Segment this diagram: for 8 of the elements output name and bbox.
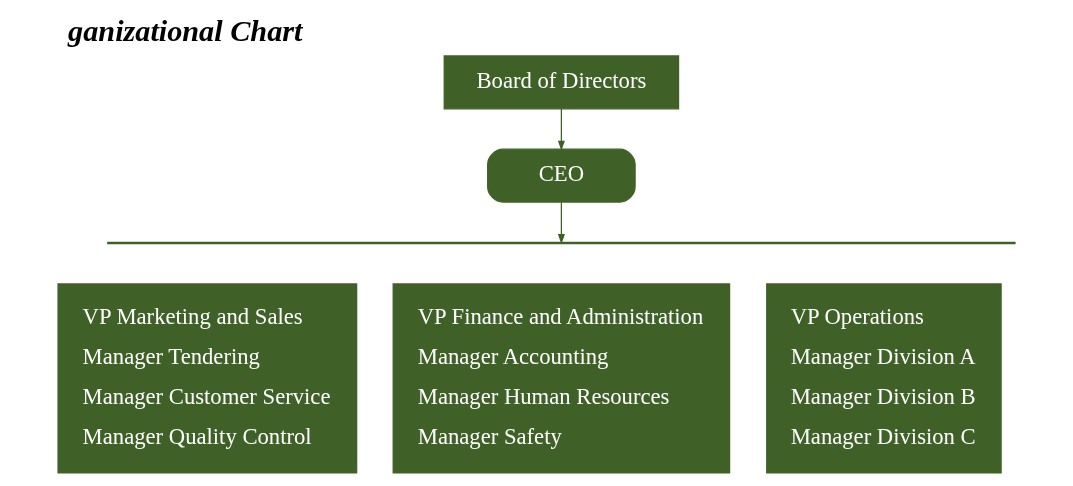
- node-box: CEO: [487, 148, 636, 203]
- node-box: VP Finance and Administration Manager Accounting Manager Human Resources Manager Safety: [392, 283, 731, 474]
- node-box: VP Operations Manager Division A Manager Division B Manager Division C: [766, 283, 1002, 474]
- diagram-title: ganizational Chart: [68, 14, 303, 49]
- node-box: Board of Directors: [443, 55, 680, 110]
- node-box: VP Marketing and Sales Manager Tendering Manager Customer Service Manager Quality Control: [57, 283, 358, 474]
- arrow: [557, 108, 565, 151]
- arrow: [557, 201, 565, 245]
